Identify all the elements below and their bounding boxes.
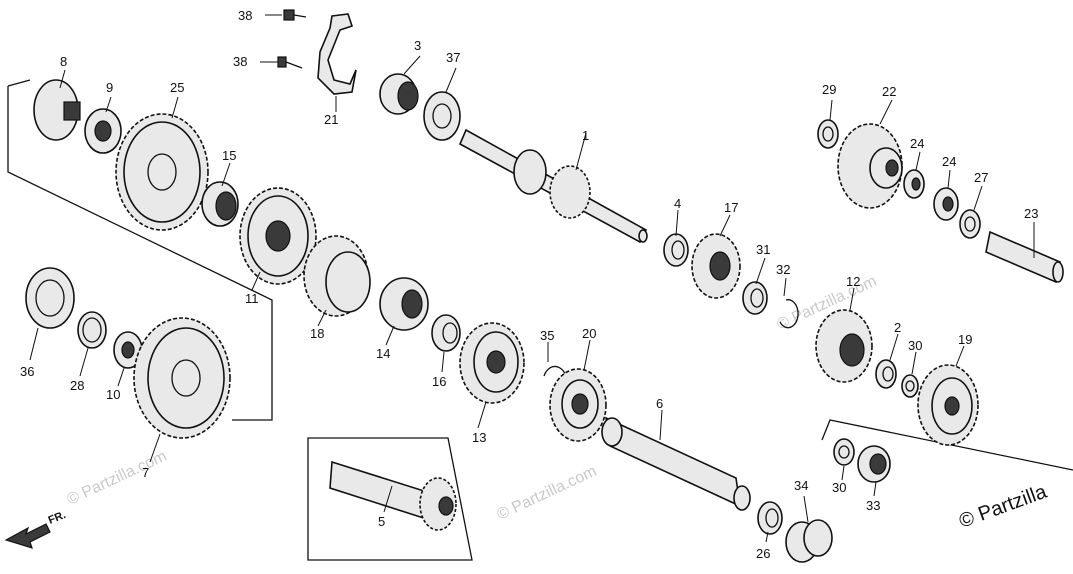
part-33-bearing — [857, 445, 891, 483]
part-7-gear — [133, 317, 231, 439]
part-15-bushing — [201, 181, 239, 227]
callout-26: 26 — [756, 546, 770, 561]
part-30-washer-a — [901, 374, 919, 398]
part-31-washer — [742, 281, 768, 315]
front-direction-arrow: FR. — [4, 509, 68, 549]
part-21-plate — [317, 13, 357, 95]
part-3-bushing — [379, 73, 419, 115]
callout-12: 12 — [846, 274, 860, 289]
front-direction-label: FR. — [47, 509, 68, 527]
callout-30-a: 30 — [908, 338, 922, 353]
part-36-bearing — [25, 267, 75, 329]
callout-1: 1 — [582, 128, 589, 143]
callout-24-a: 24 — [910, 136, 924, 151]
part-37-bearing — [423, 91, 461, 141]
part-10-collar — [113, 331, 143, 369]
part-22-gear — [837, 123, 903, 209]
part-18-gear — [303, 235, 371, 317]
part-17-gear — [691, 233, 741, 299]
part-9-collar — [84, 108, 122, 154]
callout-6: 6 — [656, 396, 663, 411]
callout-22: 22 — [882, 84, 896, 99]
callout-30-b: 30 — [832, 480, 846, 495]
callout-33: 33 — [866, 498, 880, 513]
part-23-shaft — [985, 230, 1064, 284]
part-32-clip — [779, 299, 799, 329]
callout-19: 19 — [958, 332, 972, 347]
bolt-38-lower — [260, 56, 303, 69]
callout-18: 18 — [310, 326, 324, 341]
leader-lines — [29, 55, 1035, 543]
callout-8: 8 — [60, 54, 67, 69]
part-28-washer — [77, 311, 107, 349]
callout-25: 25 — [170, 80, 184, 95]
watermark-2: © Partzilla.com — [495, 463, 600, 524]
callout-5: 5 — [378, 514, 385, 529]
callout-2: 2 — [894, 320, 901, 335]
callout-13: 13 — [472, 430, 486, 445]
callout-20: 20 — [582, 326, 596, 341]
part-6-countershaft — [601, 416, 751, 511]
watermark-1: © Partzilla.com — [65, 448, 170, 509]
output-shaft-box — [307, 437, 473, 561]
part-20-gear — [549, 368, 607, 442]
callout-15: 15 — [222, 148, 236, 163]
part-12-gear — [815, 309, 873, 383]
bolt-38-upper — [265, 9, 307, 21]
callout-7: 7 — [142, 465, 149, 480]
part-25-gear — [115, 113, 209, 231]
part-16-bearing — [431, 314, 461, 352]
part-24-bearing-a — [903, 169, 925, 199]
part-11-gear — [239, 187, 317, 285]
part-8-hub — [33, 79, 81, 141]
callout-23: 23 — [1024, 206, 1038, 221]
part-24-bearing-b — [933, 187, 959, 221]
callout-3: 3 — [414, 38, 421, 53]
callout-38-lower: 38 — [233, 54, 247, 69]
part-19-gear — [917, 364, 979, 446]
callout-14: 14 — [376, 346, 390, 361]
part-2-collar — [875, 359, 897, 389]
callout-38-upper: 38 — [238, 8, 252, 23]
part-13-gear — [459, 322, 525, 404]
callout-31: 31 — [756, 242, 770, 257]
part-27-washer — [959, 209, 981, 239]
callout-34: 34 — [794, 478, 808, 493]
part-34-bearing — [785, 519, 833, 563]
callout-21: 21 — [324, 112, 338, 127]
callout-16: 16 — [432, 374, 446, 389]
callout-11: 11 — [245, 291, 259, 306]
callout-labels: 38 38 21 3 37 8 9 25 15 11 1 4 17 31 32 … — [20, 8, 1038, 561]
part-14-collar — [379, 277, 429, 331]
part-5-shaft — [329, 460, 457, 531]
callout-10: 10 — [106, 387, 120, 402]
callout-17: 17 — [724, 200, 738, 215]
callout-24-b: 24 — [942, 154, 956, 169]
part-4-collar — [663, 233, 689, 267]
part-1-mainshaft — [458, 128, 648, 244]
part-30-washer-b — [833, 438, 855, 466]
shaft-group-outline — [7, 79, 273, 421]
copyright-text: © Partzilla — [956, 480, 1050, 532]
callout-32: 32 — [776, 262, 790, 277]
callout-29: 29 — [822, 82, 836, 97]
part-29-washer — [817, 119, 839, 149]
callout-9: 9 — [106, 80, 113, 95]
callout-35: 35 — [540, 328, 554, 343]
callout-28: 28 — [70, 378, 84, 393]
callout-4: 4 — [674, 196, 681, 211]
callout-37: 37 — [446, 50, 460, 65]
callout-27: 27 — [974, 170, 988, 185]
part-26-washer — [757, 501, 783, 535]
bearing-bracket — [821, 419, 1073, 471]
callout-36: 36 — [20, 364, 34, 379]
